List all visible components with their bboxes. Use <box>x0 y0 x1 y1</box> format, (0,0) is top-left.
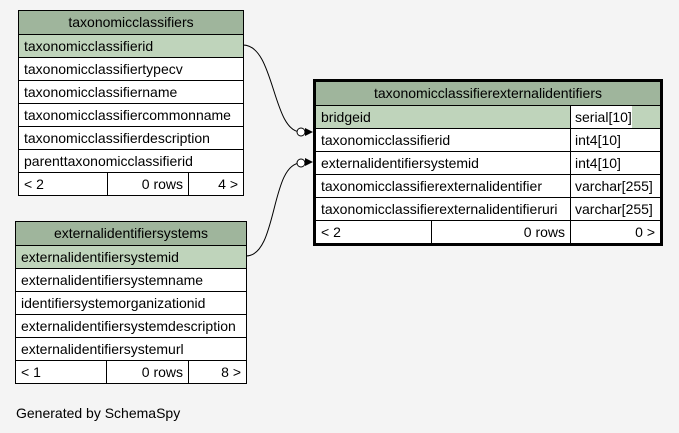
column-name: taxonomicclassifierid <box>321 132 451 148</box>
column-name: taxonomicclassifierexternalidentifieruri <box>321 201 558 217</box>
column-externalidentifiersystemname[interactable]: externalidentifiersystemname <box>16 268 246 291</box>
table-taxonomicclassifierexternalidentifiers[interactable]: taxonomicclassifierexternalidentifiers b… <box>313 79 663 246</box>
children-count[interactable]: 8 > <box>221 364 241 380</box>
column-identifiersystemorganizationid[interactable]: identifiersystemorganizationid <box>16 291 246 314</box>
children-count[interactable]: 4 > <box>218 176 238 192</box>
table-footer: < 2 0 rows 0 > <box>316 220 660 243</box>
relation-end-arrow <box>305 128 313 136</box>
column-bridgeid[interactable]: bridgeid serial[10] <box>316 105 660 128</box>
column-type: int4[10] <box>570 129 621 151</box>
column-name: taxonomicclassifierexternalidentifier <box>321 178 542 194</box>
column-taxonomicclassifierdescription[interactable]: taxonomicclassifierdescription <box>19 126 243 149</box>
column-name: bridgeid <box>321 109 371 125</box>
column-externalidentifiersystemid[interactable]: externalidentifiersystemid <box>16 245 246 268</box>
relation-end-circle <box>296 158 306 168</box>
column-externalidentifiersystemdescription[interactable]: externalidentifiersystemdescription <box>16 314 246 337</box>
table-title[interactable]: externalidentifiersystems <box>16 222 246 245</box>
column-type: int4[10] <box>570 152 621 174</box>
table-taxonomicclassifiers[interactable]: taxonomicclassifiers taxonomicclassifier… <box>18 10 244 196</box>
table-footer: < 1 0 rows 8 > <box>16 360 246 383</box>
table-externalidentifiersystems[interactable]: externalidentifiersystems externalidenti… <box>15 221 247 384</box>
generated-by-label: Generated by SchemaSpy <box>16 405 181 421</box>
parents-count[interactable]: < 1 <box>16 361 107 383</box>
row-count: 0 rows <box>107 361 189 383</box>
column-taxonomicclassifiertypecv[interactable]: taxonomicclassifiertypecv <box>19 57 243 80</box>
column-parenttaxonomicclassifierid[interactable]: parenttaxonomicclassifierid <box>19 149 243 172</box>
table-title[interactable]: taxonomicclassifiers <box>19 11 243 34</box>
relation-end-arrow <box>305 158 313 166</box>
column-externalidentifiersystemid[interactable]: externalidentifiersystemid int4[10] <box>316 151 660 174</box>
column-taxonomicclassifierid[interactable]: taxonomicclassifierid int4[10] <box>316 128 660 151</box>
table-title[interactable]: taxonomicclassifierexternalidentifiers <box>316 82 660 105</box>
parents-count[interactable]: < 2 <box>19 173 108 195</box>
column-type: varchar[255] <box>570 198 653 220</box>
column-taxonomicclassifiername[interactable]: taxonomicclassifiername <box>19 80 243 103</box>
column-name: externalidentifiersystemid <box>321 155 479 171</box>
row-count: 0 rows <box>108 173 189 195</box>
relation-taxonomicclassifierid <box>242 44 302 133</box>
parents-count[interactable]: < 2 <box>316 221 432 243</box>
relation-externalidentifiersystemid <box>245 162 302 257</box>
column-externalidentifiersystemurl[interactable]: externalidentifiersystemurl <box>16 337 246 360</box>
row-count: 0 rows <box>432 221 571 243</box>
column-taxonomicclassifierid[interactable]: taxonomicclassifierid <box>19 34 243 57</box>
column-taxonomicclassifierexternalidentifier[interactable]: taxonomicclassifierexternalidentifier va… <box>316 174 660 197</box>
column-type: serial[10] <box>570 106 632 128</box>
column-taxonomicclassifierexternalidentifieruri[interactable]: taxonomicclassifierexternalidentifieruri… <box>316 197 660 220</box>
table-footer: < 2 0 rows 4 > <box>19 172 243 195</box>
column-taxonomicclassifiercommonname[interactable]: taxonomicclassifiercommonname <box>19 103 243 126</box>
children-count[interactable]: 0 > <box>635 224 655 240</box>
column-type: varchar[255] <box>570 175 653 197</box>
relation-end-circle <box>296 127 306 137</box>
